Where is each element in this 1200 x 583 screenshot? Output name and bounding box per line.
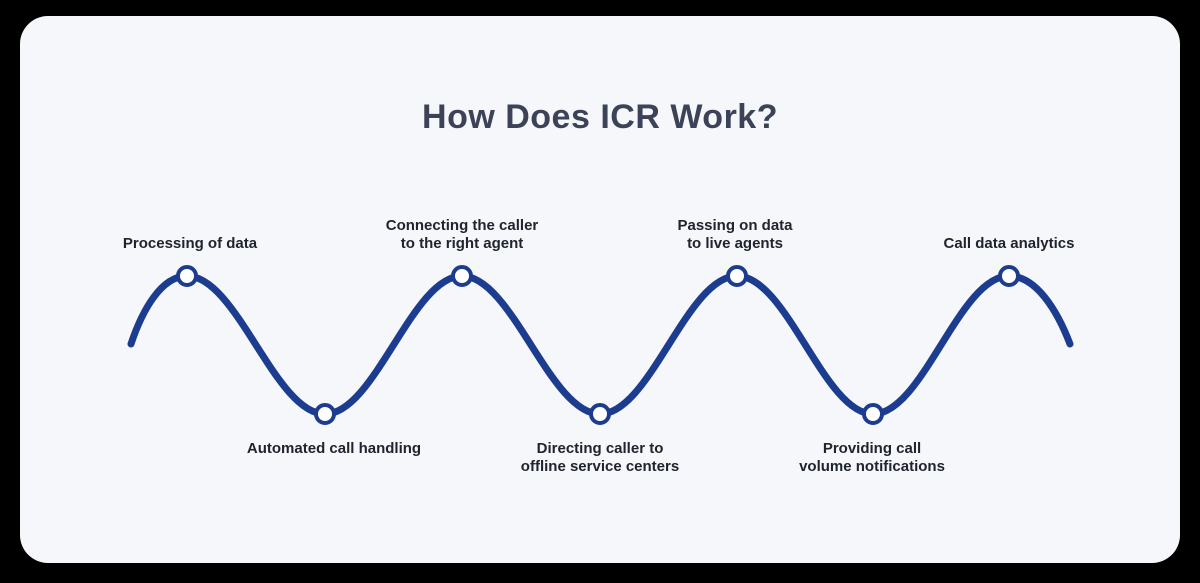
step-label-volume-notifications: Providing call volume notifications bbox=[799, 440, 945, 475]
step-label-call-data-analytics: Call data analytics bbox=[943, 235, 1075, 252]
wave-node-automated-call-handling bbox=[314, 403, 336, 425]
step-label-processing-of-data: Processing of data bbox=[122, 235, 258, 252]
wave-line bbox=[127, 272, 1074, 418]
wave-node-processing-of-data bbox=[176, 265, 198, 287]
step-label-automated-call-handling: Automated call handling bbox=[246, 440, 422, 457]
step-label-passing-data: Passing on data to live agents bbox=[677, 217, 793, 252]
wave-node-call-data-analytics bbox=[998, 265, 1020, 287]
step-label-connecting-caller: Connecting the caller to the right agent bbox=[385, 217, 539, 252]
wave-node-passing-data bbox=[726, 265, 748, 287]
page-title: How Does ICR Work? bbox=[422, 98, 778, 136]
wave-node-directing-caller bbox=[589, 403, 611, 425]
wave-node-volume-notifications bbox=[862, 403, 884, 425]
wave-node-connecting-caller bbox=[451, 265, 473, 287]
step-label-directing-caller: Directing caller to offline service cent… bbox=[520, 440, 680, 475]
